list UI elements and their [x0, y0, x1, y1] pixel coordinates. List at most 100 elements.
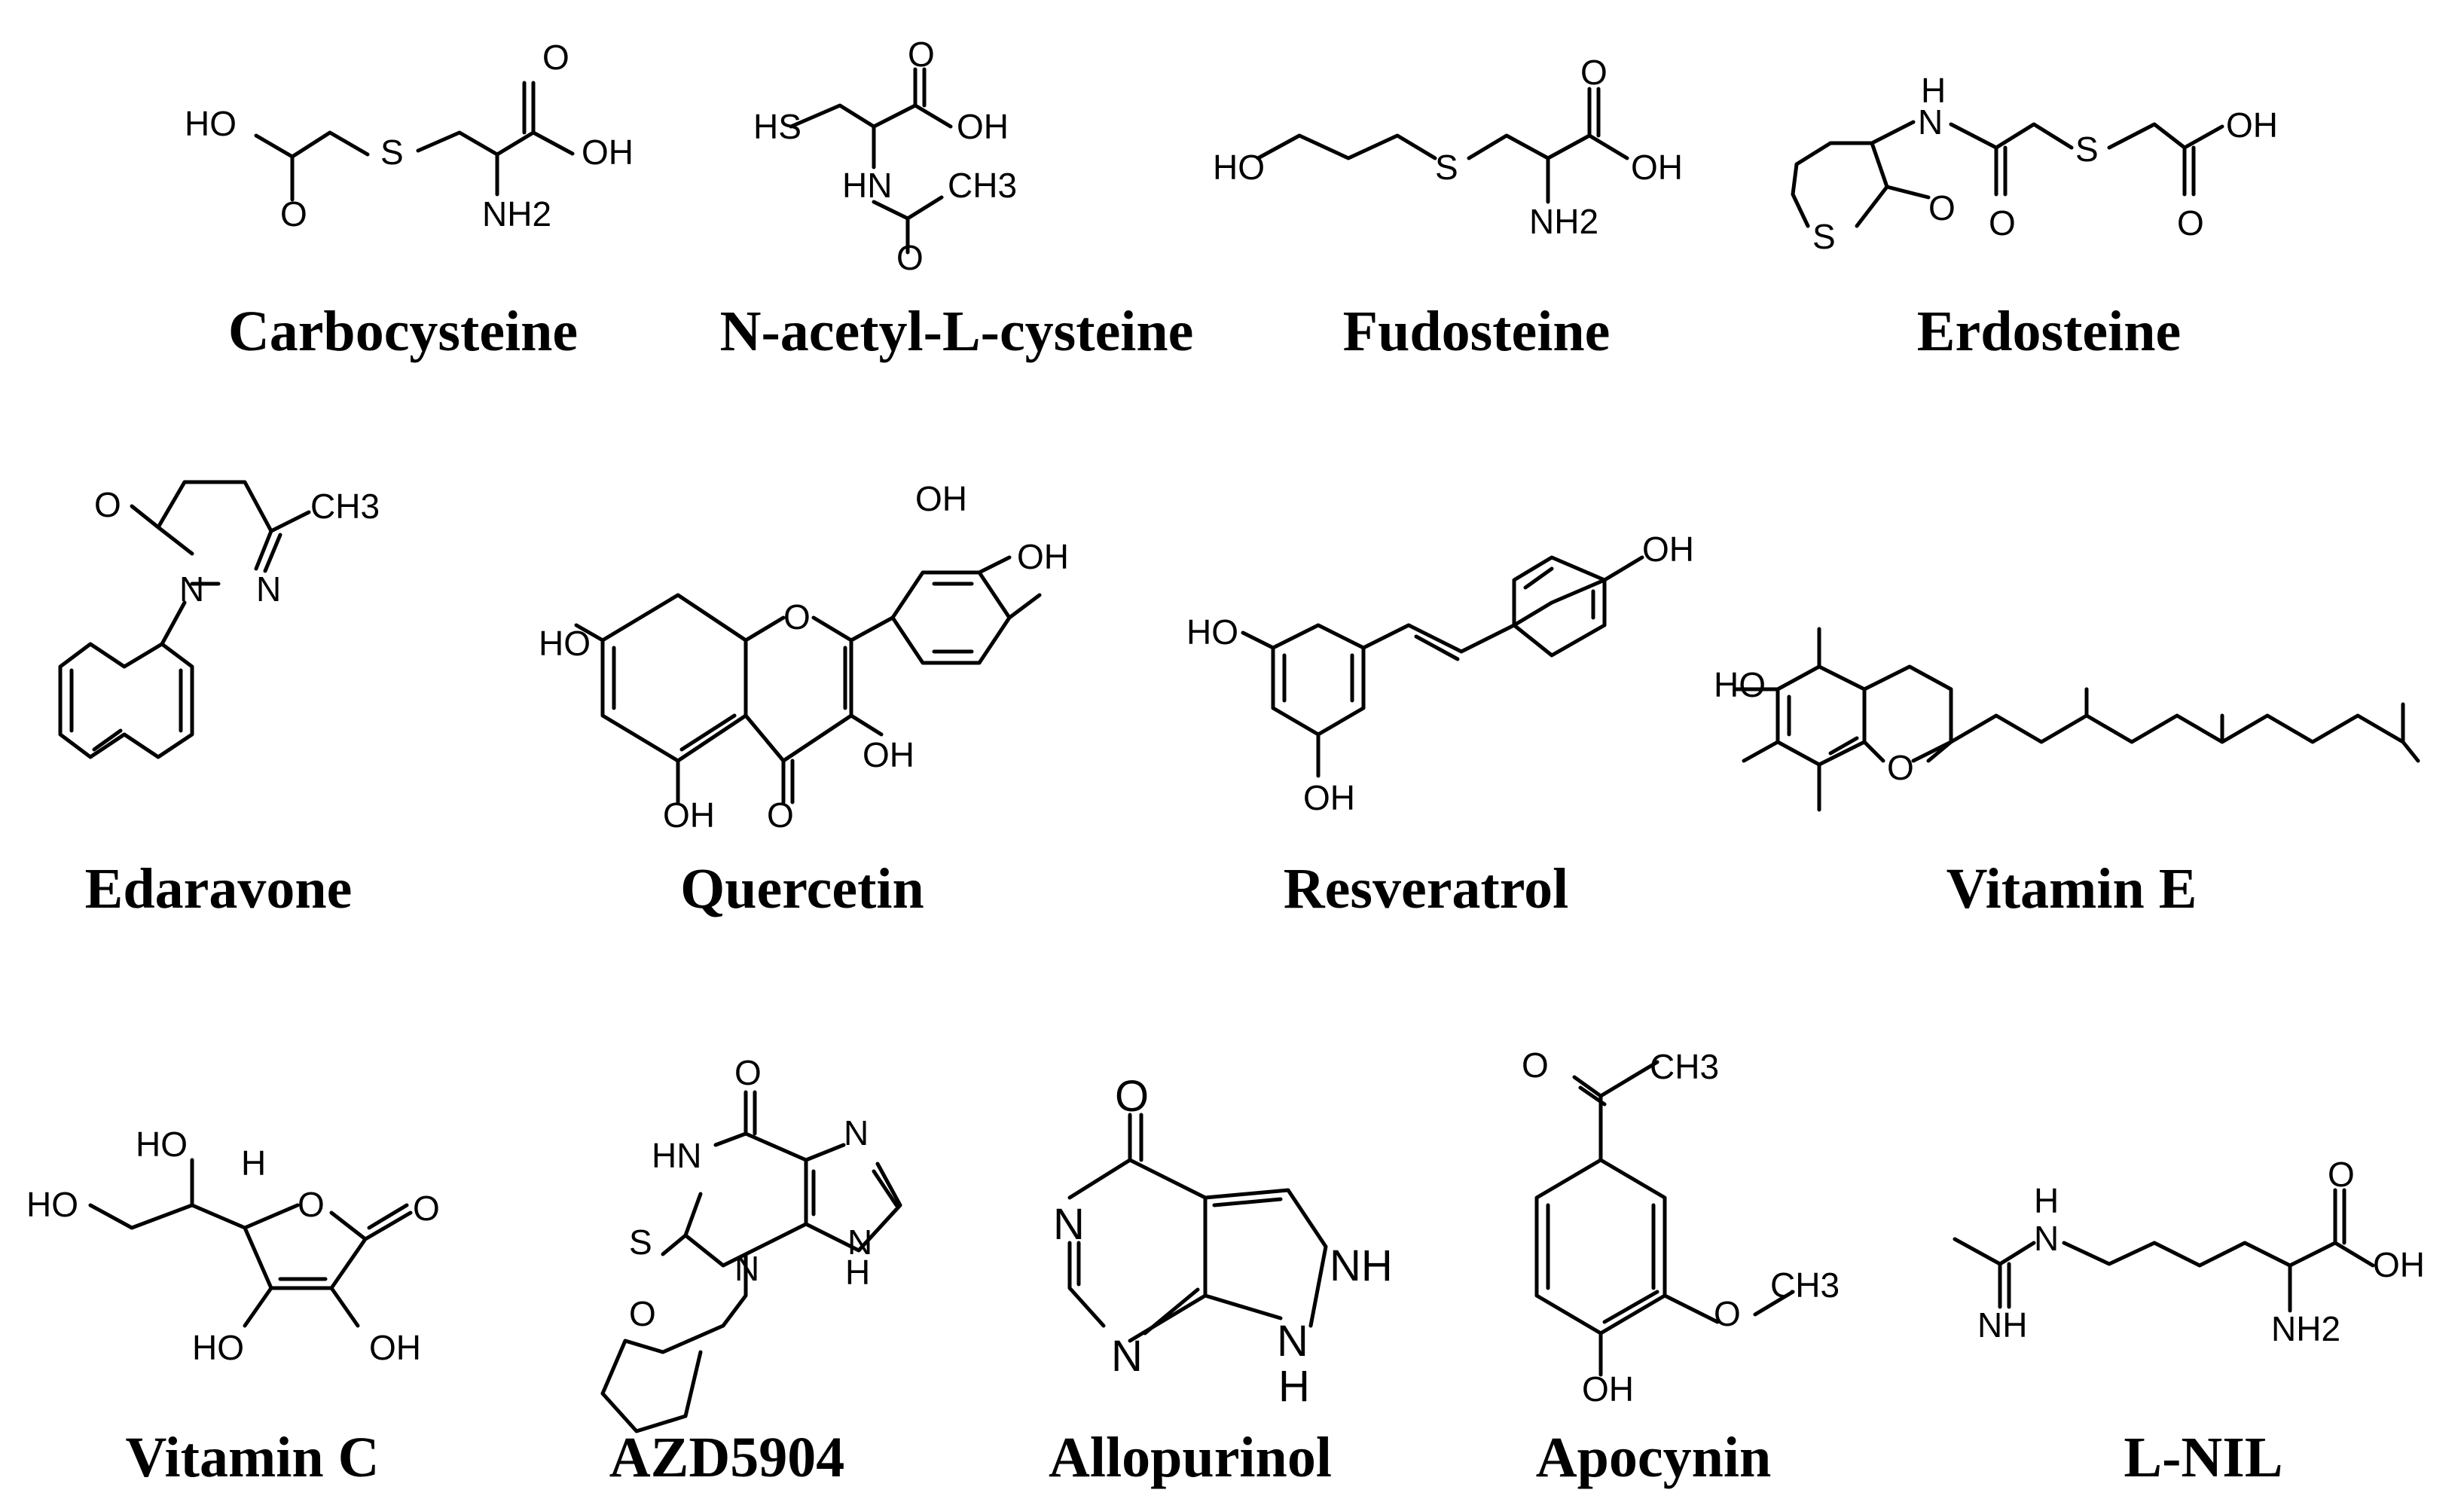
- atom-label: N: [1111, 1332, 1143, 1381]
- azd5904-structure: O HN N N S N H O AZD5904: [600, 1053, 902, 1489]
- atom-label: OH: [582, 133, 634, 172]
- fudosteine-structure: HO S O OH NH2 Fudosteine: [1213, 53, 1683, 363]
- atom-label: N: [179, 569, 204, 609]
- atom-label: HO: [539, 624, 591, 663]
- atom-label: O: [1989, 203, 2016, 243]
- atom-label: CH3: [948, 166, 1017, 205]
- atom-label: H: [1921, 71, 1946, 110]
- atom-label: OH: [915, 479, 967, 518]
- atom-label: S: [629, 1223, 652, 1262]
- resveratrol-structure: OH HO OH Resveratrol: [1186, 530, 1694, 920]
- atom-label: HO: [136, 1125, 188, 1164]
- atom-label: OH: [1642, 530, 1694, 569]
- atom-label: N: [844, 1113, 869, 1152]
- atom-label: O: [1887, 748, 1914, 787]
- compound-name-allopurinol: Allopurinol: [1049, 1426, 1332, 1489]
- apocynin-structure: O CH3 O CH3 OH Apocynin: [1522, 1046, 1840, 1489]
- atom-label: O: [783, 597, 811, 636]
- n-acetyl-l-cysteine-structure: HS O OH HN CH3 O N-acetyl-L-cysteine: [720, 35, 1194, 363]
- atom-label: OH: [1017, 537, 1069, 576]
- atom-label: O: [1714, 1294, 1741, 1333]
- atom-label: OH: [1303, 778, 1355, 817]
- atom-label: O: [1115, 1072, 1149, 1121]
- atom-label: OH: [1582, 1369, 1634, 1409]
- atom-label: HN: [652, 1136, 701, 1175]
- atom-label: OH: [957, 107, 1009, 146]
- atom-label: HO: [1714, 665, 1766, 704]
- atom-label: OH: [369, 1328, 421, 1367]
- compound-name-vitamin-e: Vitamin E: [1946, 857, 2197, 920]
- atom-label: O: [734, 1053, 762, 1092]
- compound-name-resveratrol: Resveratrol: [1284, 857, 1568, 920]
- atom-label: NH2: [2271, 1309, 2340, 1348]
- atom-label: S: [2075, 130, 2099, 169]
- compound-name-azd5904: AZD5904: [609, 1426, 844, 1489]
- atom-label: O: [2328, 1155, 2355, 1194]
- atom-label: O: [2177, 203, 2204, 243]
- quercetin-structure: OH OH HO O OH OH O Quercetin: [539, 479, 1069, 920]
- compound-name-n-acetyl-l-cysteine: N-acetyl-L-cysteine: [720, 300, 1194, 363]
- atom-label: OH: [2373, 1245, 2425, 1284]
- compound-name-edaravone: Edaravone: [85, 857, 353, 920]
- atom-label: CH3: [310, 487, 380, 526]
- compound-name-l-nil: L-NIL: [2124, 1426, 2282, 1489]
- atom-label: N: [256, 569, 281, 609]
- compound-name-vitamin-c: Vitamin C: [125, 1426, 379, 1489]
- atom-label: N: [734, 1249, 759, 1288]
- atom-label: N: [1918, 102, 1943, 142]
- atom-label: HO: [26, 1185, 78, 1224]
- atom-label: NH2: [1529, 202, 1598, 241]
- atom-label: CH3: [1770, 1265, 1840, 1305]
- atom-label: O: [1522, 1046, 1549, 1085]
- atom-label: O: [1928, 188, 1956, 227]
- atom-label: HO: [192, 1328, 244, 1367]
- atom-label: OH: [1631, 148, 1683, 187]
- atom-label: O: [542, 38, 569, 77]
- compound-name-carbocysteine: Carbocysteine: [228, 300, 578, 363]
- atom-label: HN: [842, 166, 892, 205]
- atom-label: NH: [1330, 1241, 1393, 1290]
- atom-label: NH2: [482, 194, 551, 234]
- atom-label: S: [380, 133, 404, 172]
- atom-label: O: [1580, 53, 1608, 92]
- atom-label: CH3: [1650, 1047, 1719, 1086]
- vitamin-c-structure: HO HO H O O HO OH Vitamin C: [26, 1125, 440, 1489]
- atom-label: H: [2034, 1181, 2059, 1220]
- l-nil-structure: H N O OH NH NH2 L-NIL: [1953, 1155, 2425, 1489]
- atom-label: H: [241, 1143, 266, 1183]
- atom-label: OH: [2226, 105, 2278, 145]
- vitamin-e-structure: HO O Vitamin E: [1714, 627, 2420, 920]
- atom-label: N: [1277, 1317, 1308, 1366]
- compound-name-quercetin: Quercetin: [680, 857, 924, 920]
- atom-label: O: [94, 485, 121, 524]
- atom-label: N: [847, 1223, 872, 1262]
- atom-label: H: [845, 1253, 870, 1292]
- atom-label: O: [908, 35, 935, 74]
- atom-label: O: [767, 795, 794, 835]
- allopurinol-structure: O N NH N N H Allopurinol: [1049, 1072, 1393, 1489]
- atom-label: HO: [1213, 148, 1265, 187]
- atom-label: H: [1278, 1362, 1310, 1411]
- carbocysteine-structure: HO S O O OH NH2 Carbocysteine: [185, 38, 634, 363]
- edaravone-structure: O CH3 N N Edaravone: [58, 480, 380, 920]
- atom-label: O: [413, 1189, 440, 1228]
- compound-name-fudosteine: Fudosteine: [1343, 300, 1611, 363]
- atom-label: NH: [1977, 1305, 2027, 1345]
- atom-label: O: [629, 1294, 656, 1333]
- atom-label: OH: [663, 795, 715, 835]
- atom-label: HS: [753, 107, 801, 146]
- atom-label: N: [1053, 1200, 1085, 1249]
- atom-label: N: [2034, 1219, 2059, 1258]
- atom-label: S: [1435, 148, 1458, 187]
- atom-label: O: [896, 238, 924, 277]
- erdosteine-structure: H N S OH S O O O Erdosteine: [1791, 71, 2278, 363]
- atom-label: HO: [185, 104, 237, 143]
- atom-label: S: [1812, 217, 1836, 256]
- atom-label: O: [280, 194, 307, 234]
- compound-name-apocynin: Apocynin: [1536, 1426, 1772, 1489]
- atom-label: HO: [1186, 612, 1238, 652]
- atom-label: O: [298, 1185, 325, 1224]
- compound-name-erdosteine: Erdosteine: [1917, 300, 2181, 363]
- atom-label: OH: [863, 735, 914, 774]
